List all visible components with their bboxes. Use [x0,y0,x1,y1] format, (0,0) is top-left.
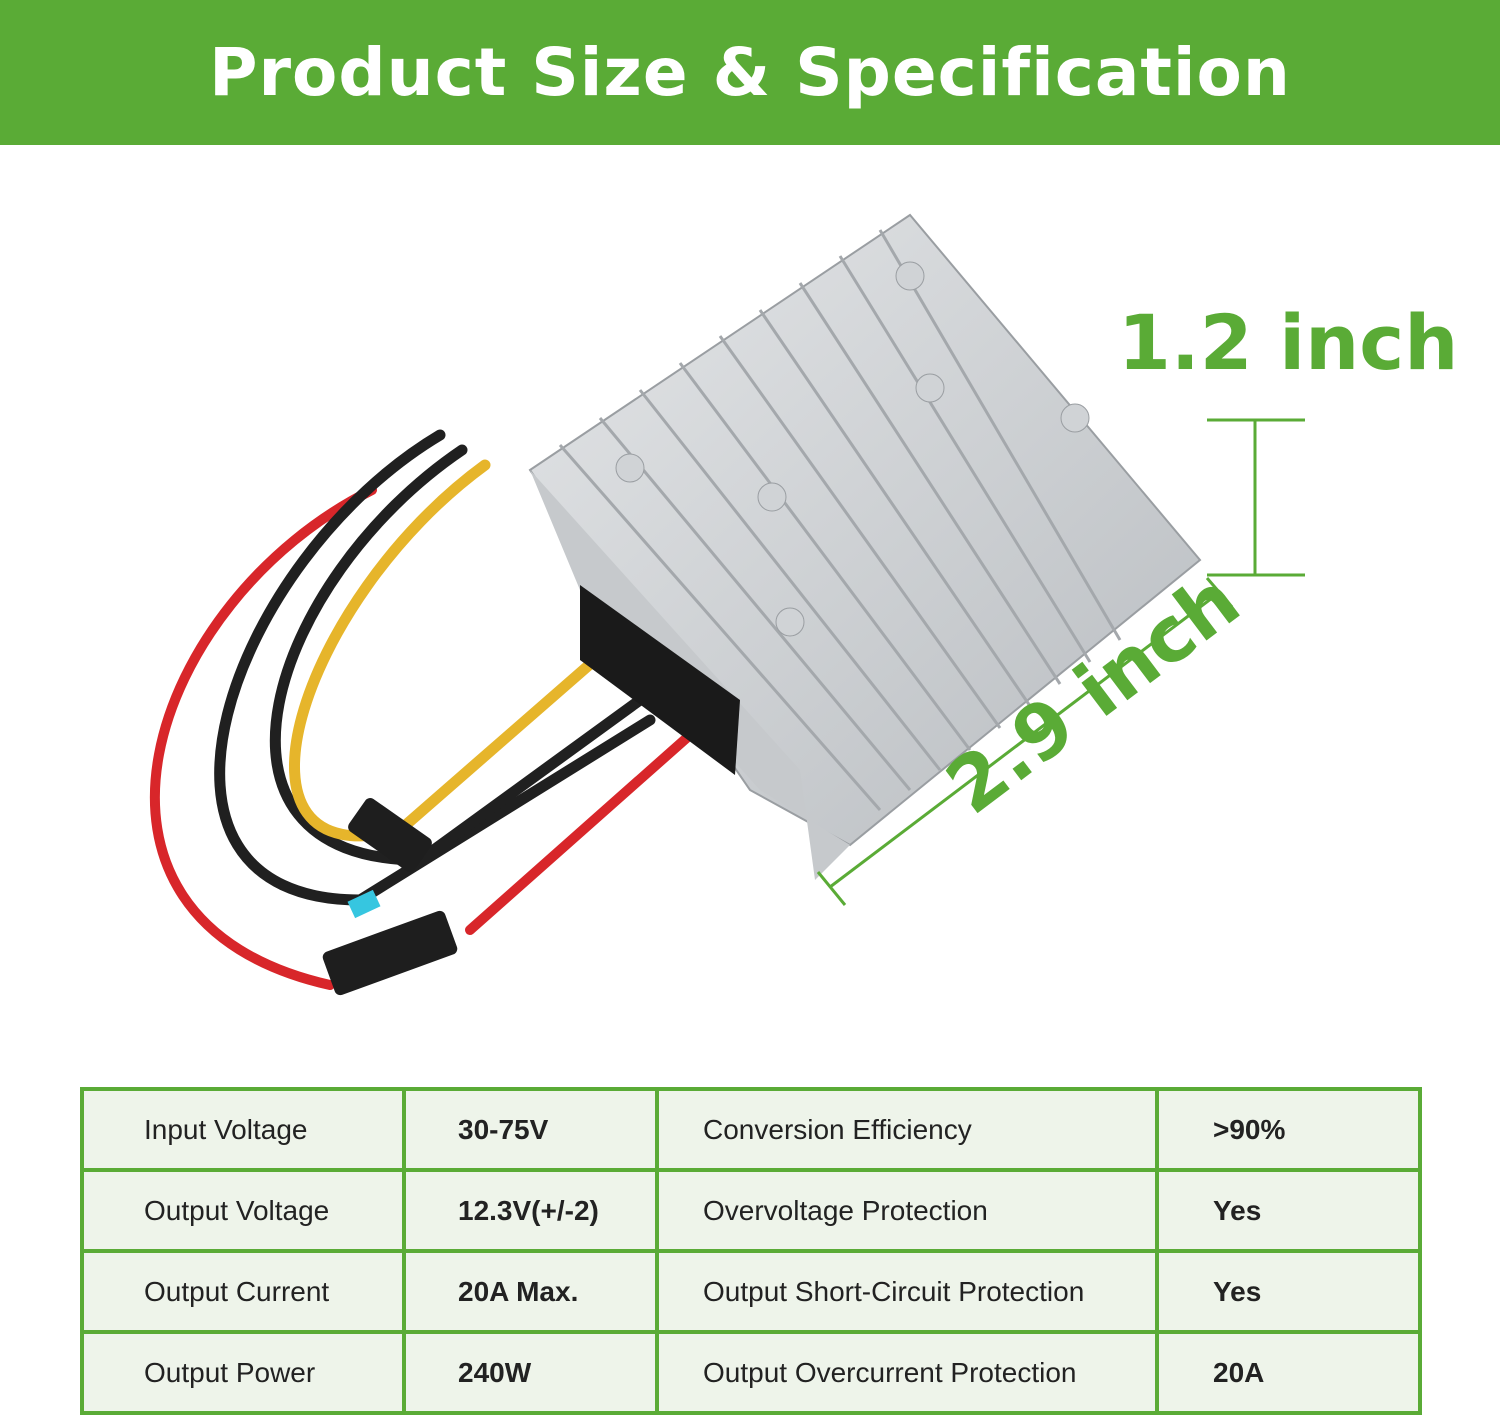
spec-value: Yes [1155,1168,1422,1253]
spec-value: Yes [1155,1249,1422,1334]
table-row: Input Voltage 30-75V Conversion Efficien… [80,1087,1422,1172]
converter-product-image [149,213,1305,996]
spec-label: Output Short-Circuit Protection [655,1249,1159,1334]
wires [149,429,695,990]
fuse-holder [322,798,458,996]
spec-label: Output Overcurrent Protection [655,1330,1159,1415]
height-dimension-label: 1.2 inch [1118,298,1459,387]
header-banner: Product Size & Specification [0,0,1500,145]
spec-label: Overvoltage Protection [655,1168,1159,1253]
spec-label: Input Voltage [80,1087,406,1172]
spec-label: Output Voltage [80,1168,406,1253]
spec-value: 20A Max. [402,1249,659,1334]
spec-table: Input Voltage 30-75V Conversion Efficien… [80,1087,1422,1415]
dimension-lines [816,418,1305,906]
page-title: Product Size & Specification [209,34,1291,111]
spec-value: 30-75V [402,1087,659,1172]
table-row: Output Power 240W Output Overcurrent Pro… [80,1330,1422,1415]
spec-value: >90% [1155,1087,1422,1172]
aluminum-housing [528,213,1202,880]
spec-value: 12.3V(+/-2) [402,1168,659,1253]
table-row: Output Current 20A Max. Output Short-Cir… [80,1249,1422,1334]
spec-label: Conversion Efficiency [655,1087,1159,1172]
spec-label: Output Power [80,1330,406,1415]
spec-label: Output Current [80,1249,406,1334]
spec-value: 240W [402,1330,659,1415]
spec-value: 20A [1155,1330,1422,1415]
table-row: Output Voltage 12.3V(+/-2) Overvoltage P… [80,1168,1422,1253]
